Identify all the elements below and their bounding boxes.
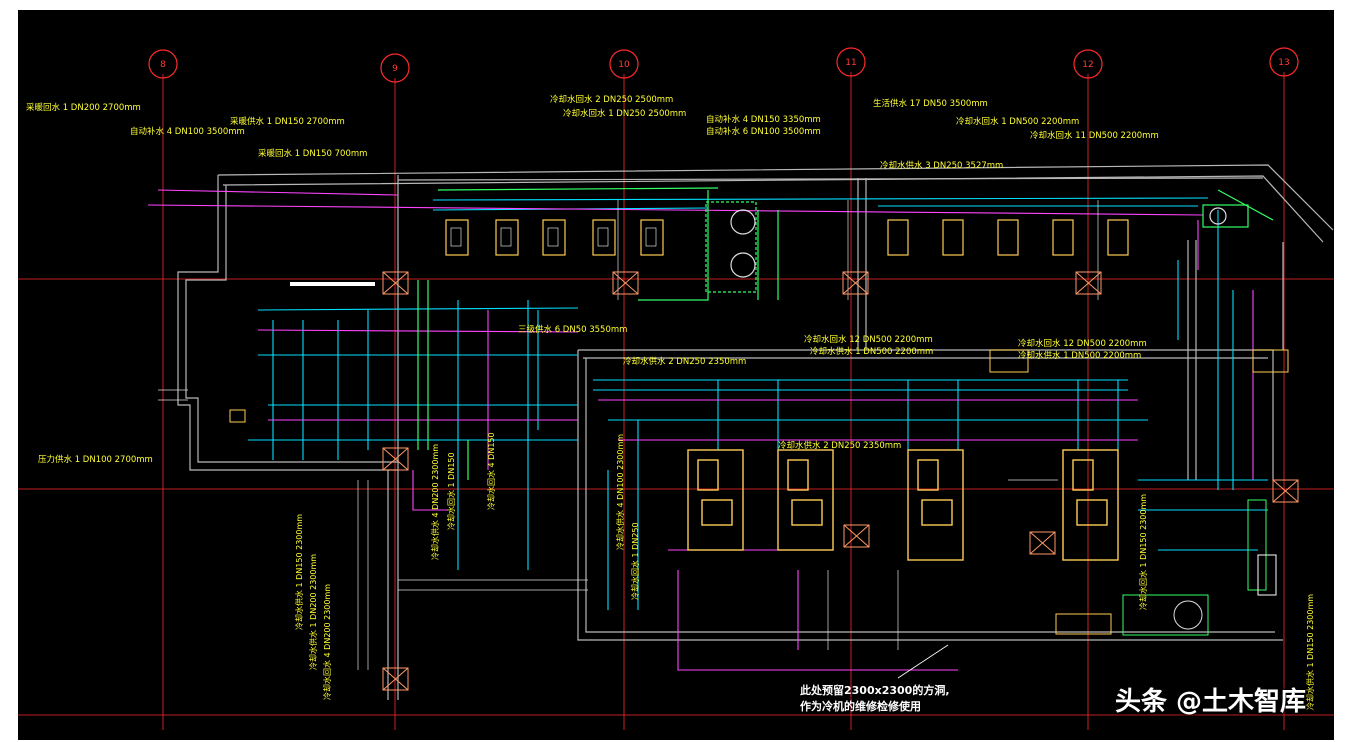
- structural-columns: [382, 271, 1299, 691]
- axis-bubble-9: 9: [380, 53, 410, 83]
- vertical-pipe-label: 冷却水回水 4 DN150: [486, 432, 496, 510]
- cad-drawing-frame: 8 9 10 11 12 13: [18, 10, 1334, 740]
- axis-label-8: 8: [160, 60, 166, 70]
- axis-label-10: 10: [618, 60, 630, 70]
- axis-label-13: 13: [1278, 58, 1289, 68]
- vertical-pipe-label: 冷却水回水 1 DN250: [630, 522, 640, 600]
- vertical-pipe-label: 冷却水供水 4 DN100 2300mm: [615, 434, 625, 550]
- pipe-labels: 采暖回水 1 DN200 2700mm 自动补水 4 DN100 3500mm …: [26, 94, 1159, 465]
- pipe-label: 冷却水回水 12 DN500 2200mm: [804, 334, 933, 345]
- building-walls: [177, 164, 1334, 700]
- maintenance-note: 此处预留2300x2300的方洞, 作为冷机的维修检修使用: [800, 683, 950, 713]
- note-leader-line: [897, 644, 949, 679]
- pipe-label: 冷却水供水 2 DN250 2350mm: [778, 440, 901, 451]
- axis-bubble-12: 12: [1073, 49, 1103, 79]
- vertical-pipe-label: 冷却水回水 1 DN150: [446, 452, 456, 530]
- pipe-label: 冷却水回水 1 DN500 2200mm: [956, 116, 1079, 127]
- pipe-label: 冷却水供水 1 DN500 2200mm: [810, 346, 933, 357]
- chiller-1: [687, 449, 744, 551]
- chiller-3: [907, 449, 964, 561]
- green-pipes: [417, 187, 1274, 480]
- pipe-label: 自动补水 4 DN150 3350mm: [706, 114, 821, 125]
- chillers: [687, 449, 1119, 561]
- axis-bubble-13: 13: [1269, 47, 1299, 77]
- note-line-1: 此处预留2300x2300的方洞,: [800, 683, 950, 697]
- pipe-label: 自动补水 6 DN100 3500mm: [706, 126, 821, 137]
- note-line-2: 作为冷机的维修检修使用: [800, 699, 921, 713]
- pipe-label: 自动补水 4 DN100 3500mm: [130, 126, 245, 137]
- chiller-4: [1062, 449, 1119, 561]
- vertical-pipe-label: 冷却水供水 1 DN150 2300mm: [294, 514, 304, 630]
- pipe-label: 冷却水回水 1 DN250 2500mm: [563, 108, 686, 119]
- pipe-label: 三级供水 6 DN50 3550mm: [518, 324, 627, 335]
- pumps-top-row: [445, 219, 1129, 256]
- vertical-pipe-label: 冷却水供水 1 DN200 2300mm: [308, 554, 318, 670]
- pipe-label: 冷却水供水 1 DN500 2200mm: [1018, 350, 1141, 361]
- watermark: 头条 @土木智库: [1114, 687, 1306, 717]
- axis-bubble-11: 11: [836, 47, 866, 77]
- white-marker-bar: [290, 282, 375, 286]
- supply-pipes: [248, 197, 1268, 610]
- mechanical-room-plan: 8 9 10 11 12 13: [18, 47, 1334, 730]
- axis-bubble-8: 8: [148, 49, 178, 79]
- axis-label-12: 12: [1082, 60, 1093, 70]
- pipe-label: 采暖供水 1 DN150 2700mm: [230, 116, 345, 127]
- axis-label-11: 11: [845, 58, 856, 68]
- pipe-label: 冷却水回水 11 DN500 2200mm: [1030, 130, 1159, 141]
- pipe-label: 压力供水 1 DN100 2700mm: [38, 454, 153, 465]
- pipe-label: 生活供水 17 DN50 3500mm: [873, 98, 988, 109]
- chiller-2: [777, 449, 834, 551]
- pipe-label: 采暖回水 1 DN200 2700mm: [26, 102, 141, 113]
- axis-bubble-10: 10: [609, 49, 639, 79]
- vertical-pipe-labels: 冷却水供水 1 DN150 2300mm 冷却水供水 1 DN200 2300m…: [294, 432, 1315, 710]
- pipe-label: 冷却水供水 2 DN250 2350mm: [623, 356, 746, 367]
- return-pipes: [147, 189, 1254, 671]
- vertical-pipe-label: 冷却水回水 1 DN150 2300mm: [1138, 494, 1148, 610]
- vertical-pipe-label: 冷却水回水 4 DN200 2300mm: [322, 584, 332, 700]
- misc-equipment: [229, 349, 1289, 636]
- service-lines: [158, 200, 1099, 670]
- pipe-label: 采暖回水 1 DN150 700mm: [258, 148, 367, 159]
- axis-label-9: 9: [392, 64, 398, 74]
- pipe-label: 冷却水回水 2 DN250 2500mm: [550, 94, 673, 105]
- water-treatment-units: [705, 201, 1249, 293]
- vertical-pipe-label: 冷却水供水 1 DN150 2300mm: [1305, 594, 1315, 710]
- pipe-label: 冷却水供水 3 DN250 3527mm: [880, 160, 1003, 171]
- vertical-pipe-label: 冷却水供水 4 DN200 2300mm: [430, 444, 440, 560]
- axis-bubbles: 8 9 10 11 12 13: [148, 47, 1299, 83]
- pipe-label: 冷却水回水 12 DN500 2200mm: [1018, 338, 1147, 349]
